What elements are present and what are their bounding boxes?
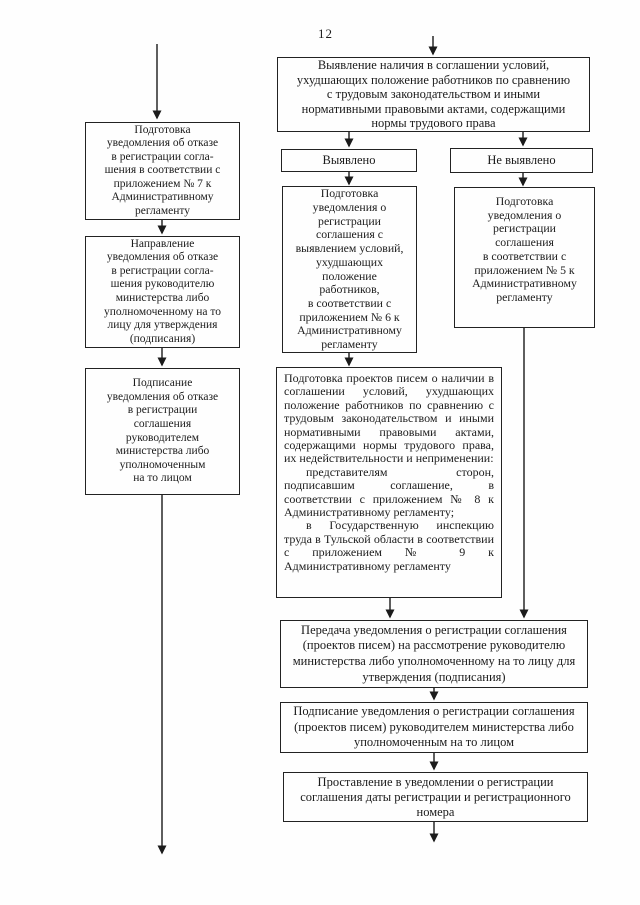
flow-box-not-found: Не выявлено	[450, 148, 593, 173]
flow-box-letters-preparation: Подготовка проектов писем о наличии в со…	[276, 367, 502, 598]
flow-box-refusal-preparation: Подготовка уведомления об отказе в регис…	[85, 122, 240, 220]
flow-box-found: Выявлено	[281, 149, 417, 172]
page-number: 12	[318, 26, 333, 41]
flow-box-notice-appendix6: Подготовка уведомления о регистрации сог…	[282, 186, 417, 353]
letters-paragraph-main: Подготовка проектов писем о наличии в со…	[284, 371, 494, 466]
flow-box-detection: Выявление наличия в соглашении условий, …	[277, 57, 590, 132]
letters-paragraph-parties: представителям сторон, подписавшим согла…	[284, 464, 494, 520]
flow-box-transfer: Передача уведомления о регистрации согла…	[280, 620, 588, 688]
flow-box-refusal-sending: Направление уведомления об отказе в реги…	[85, 236, 240, 348]
flow-box-signing: Подписание уведомления о регистрации сог…	[280, 702, 588, 753]
flow-box-refusal-signing: Подписание уведомления об отказе в регис…	[85, 368, 240, 495]
flow-box-stamping: Проставление в уведомлении о регистрации…	[283, 772, 588, 822]
flow-box-notice-appendix5: Подготовка уведомления о регистрации сог…	[454, 187, 595, 328]
letters-paragraph-inspection: в Государственную инспекцию труда в Туль…	[284, 518, 494, 573]
